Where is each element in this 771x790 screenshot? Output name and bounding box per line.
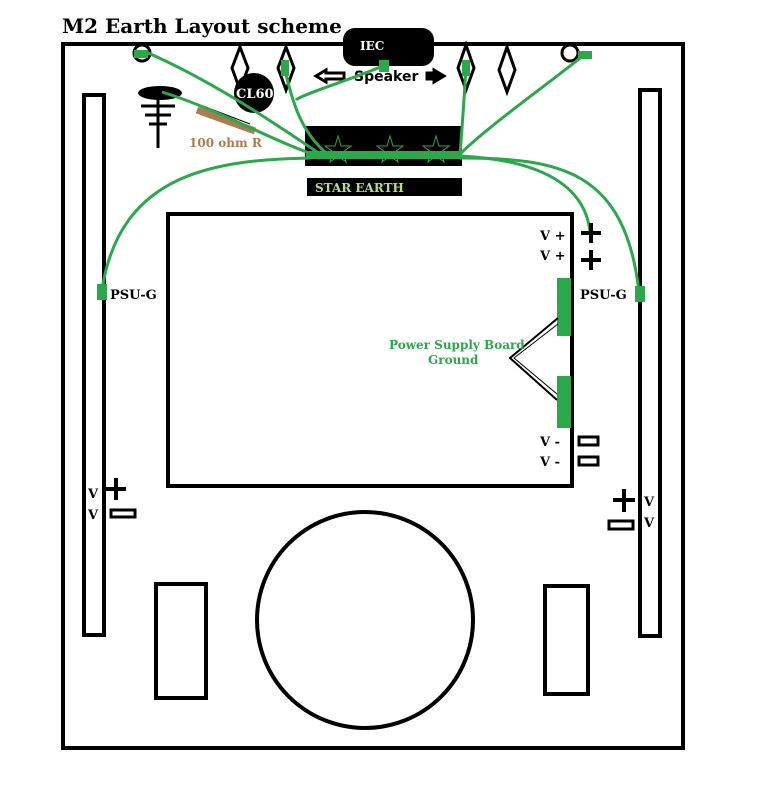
pad-post-2 <box>281 60 289 76</box>
page-title: M2 Earth Layout scheme <box>62 14 342 38</box>
psu-g-left-label: PSU-G <box>110 288 157 303</box>
v-minus-terminal-1 <box>577 435 600 447</box>
wire-post-2 <box>283 69 326 154</box>
v-right-label-1: V <box>643 495 655 510</box>
left-heatsink-bar <box>82 93 106 637</box>
v-left-label-2: V <box>87 508 99 523</box>
psb-ground-pad-top <box>557 278 571 336</box>
psb-ground-label-1: Power Supply Board <box>389 338 525 352</box>
wire-psu-g-right <box>459 156 641 293</box>
v-right-label-2: V <box>643 516 655 531</box>
wire-psb-ground <box>459 154 592 233</box>
v-right-minus-terminal <box>607 519 635 531</box>
v-left-label-1: V <box>87 487 99 502</box>
earth-wires <box>100 50 641 293</box>
pad-iec <box>379 60 389 72</box>
wire-iec <box>294 64 384 102</box>
star-earth-label: STAR EARTH <box>315 181 404 195</box>
psb-ground-label-2: Ground <box>428 353 479 367</box>
v-left-plus-terminal-icon <box>106 478 126 500</box>
v-minus-label-1: V - <box>539 435 560 450</box>
v-plus-label-2: V + <box>539 249 566 264</box>
binding-post-4 <box>497 42 517 97</box>
cl60-label: CL60 <box>236 87 274 102</box>
wire-post-3 <box>458 67 468 155</box>
wire-psu-g-left <box>100 156 311 291</box>
speaker-arrow-left-icon <box>313 67 346 85</box>
capacitor-left <box>154 582 208 700</box>
psb-ground-pad-bottom <box>557 376 571 428</box>
pad-psu-g-left <box>97 284 107 300</box>
v-plus-label-1: V + <box>539 229 566 244</box>
pad-left-jack <box>134 50 148 58</box>
iec-label: IEC <box>360 39 384 53</box>
wire-right-jack <box>458 53 585 156</box>
speaker-arrow-right-icon <box>425 67 447 85</box>
transformer-circle <box>255 510 475 730</box>
v-plus-terminal-icons <box>581 223 601 270</box>
pad-psu-g-right <box>635 286 645 302</box>
resistor-label: 100 ohm R <box>189 136 263 150</box>
power-supply-board <box>166 212 574 488</box>
pad-post-3 <box>462 60 470 76</box>
v-minus-terminal-2 <box>577 455 600 467</box>
iec-socket <box>343 28 434 66</box>
binding-post-2 <box>276 42 296 95</box>
wire-left-jack <box>145 50 321 156</box>
right-heatsink-bar <box>638 88 662 638</box>
v-minus-label-2: V - <box>539 455 560 470</box>
star-earth-bus <box>306 151 462 159</box>
capacitor-right <box>543 584 590 696</box>
v-left-minus-terminal <box>109 508 137 519</box>
v-right-plus-terminal-icon <box>613 489 635 512</box>
speaker-label: Speaker <box>354 69 418 85</box>
star-earth-label-box <box>307 178 462 196</box>
pad-right-jack <box>578 51 592 59</box>
psu-g-right-label: PSU-G <box>580 288 627 303</box>
psb-ground-pointer <box>508 317 559 401</box>
wire-ground <box>161 90 319 158</box>
input-jack-right <box>560 43 580 63</box>
